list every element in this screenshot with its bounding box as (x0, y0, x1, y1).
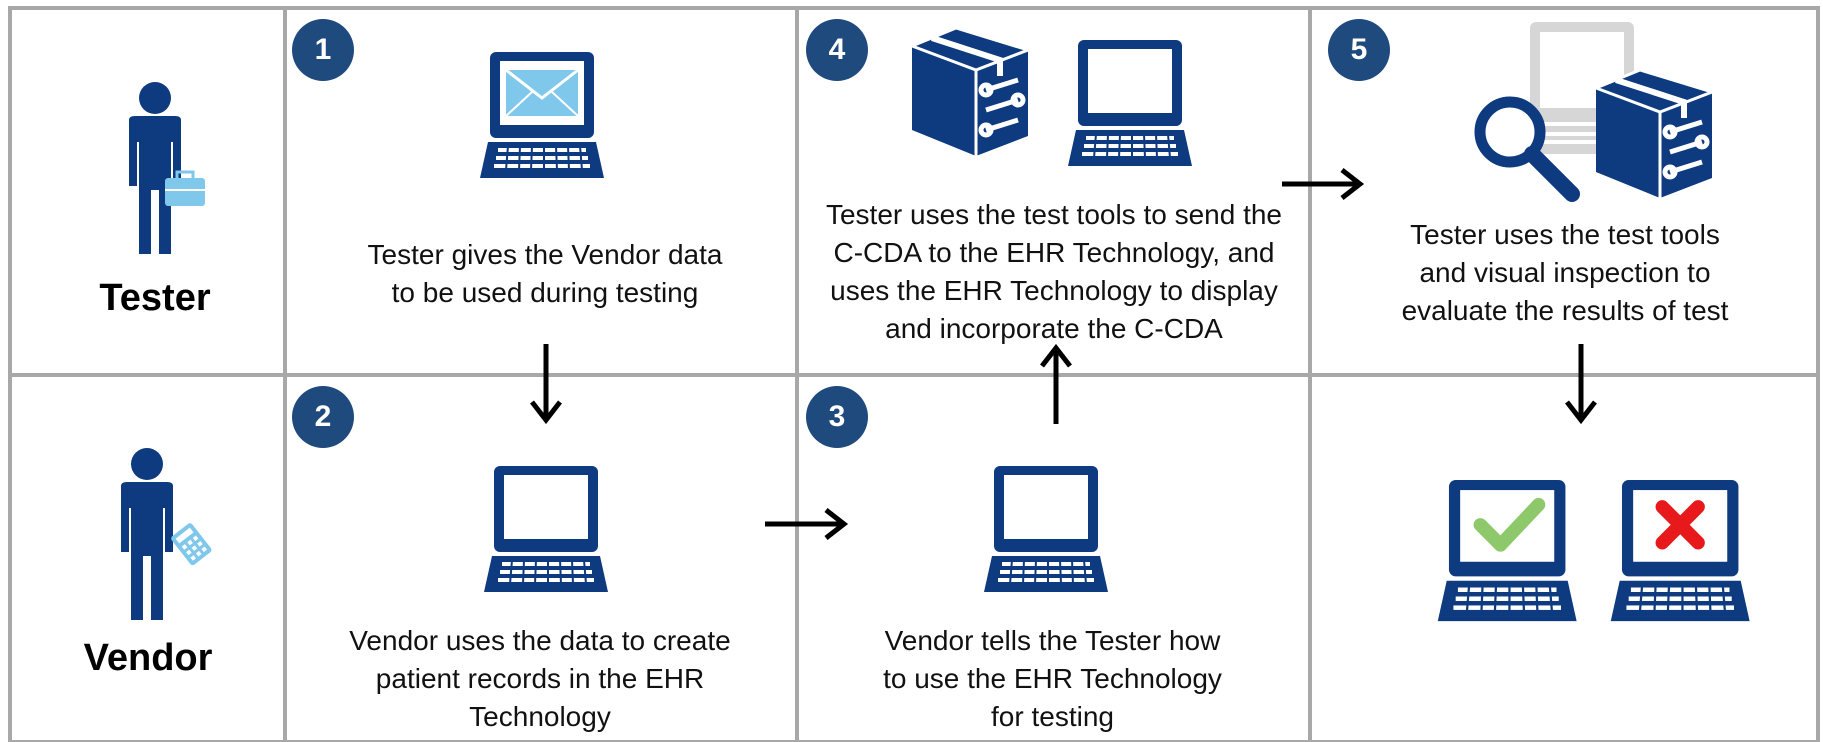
laptop-with-envelope-icon (479, 51, 605, 179)
arrow-right-step4-to-step5 (1282, 168, 1365, 200)
laptop-icon (1067, 39, 1193, 167)
vendor-person-icon (121, 448, 173, 620)
tester-person-icon (129, 82, 181, 254)
briefcase-icon (165, 170, 205, 206)
arrow-up-step3-to-step4 (1040, 343, 1072, 424)
laptop-icon (983, 465, 1109, 593)
toolbox-icon (912, 28, 1028, 156)
step-1-text: Tester gives the Vendor data to be used … (367, 239, 723, 308)
laptop-check-icon (1436, 478, 1578, 623)
step-badge-3: 3 (806, 386, 868, 448)
toolbox-icon (1596, 70, 1712, 198)
step-2-text: Vendor uses the data to create patient r… (349, 625, 731, 732)
arrow-right-step2-to-step3 (765, 508, 849, 540)
flow-arrows (530, 168, 1597, 540)
step-badge-5: 5 (1328, 19, 1390, 81)
laptop-icon (483, 465, 609, 593)
step-badge-2: 2 (292, 386, 354, 448)
diagram-grid (8, 6, 1820, 742)
arrow-down-step1-to-step2 (530, 344, 562, 425)
vendor-role-label: Vendor (83, 637, 213, 679)
tester-role-label: Tester (99, 277, 211, 319)
step-3-text: Vendor tells the Tester how to use the E… (883, 625, 1222, 732)
step-badge-4: 4 (806, 19, 868, 81)
step-4-text: Tester uses the test tools to send the C… (825, 199, 1283, 344)
step-5-text: Tester uses the test tools and visual in… (1401, 219, 1729, 326)
step-badge-1: 1 (292, 19, 354, 81)
arrow-down-step5-to-results (1565, 344, 1597, 425)
laptop-cross-icon (1609, 478, 1751, 623)
calculator-icon (171, 523, 212, 566)
magnifier-icon (1474, 96, 1580, 202)
